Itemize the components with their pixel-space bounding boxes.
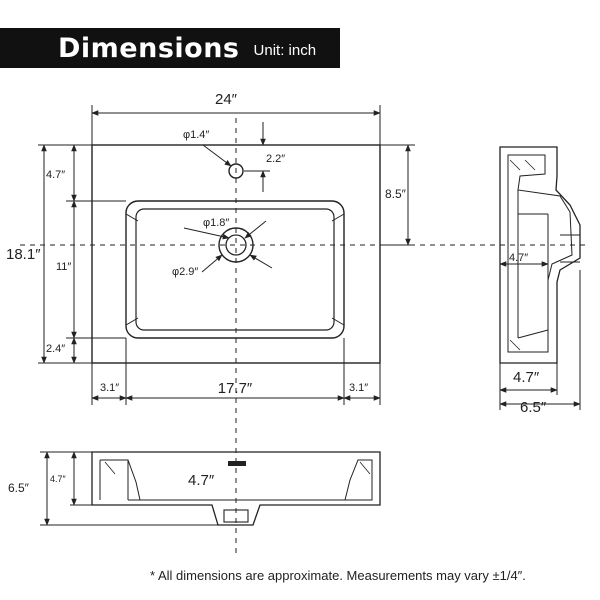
footnote: * All dimensions are approximate. Measur… [150,568,526,583]
side-view-dimensions [499,261,581,410]
drain-inner [225,234,247,256]
top-view-dimensions [38,105,415,405]
label-bowl-width: 17.7″ [218,380,253,397]
label-bowl-depth: 11″ [56,261,71,273]
side-profile-outer [499,146,581,364]
label-overall-depth: 18.1″ [6,246,41,263]
label-right-margin: 3.1″ [349,382,368,394]
label-front-bowl-height: 4.7″ [50,474,67,484]
label-bottom-margin: 2.4″ [46,343,65,355]
bowl-outer [125,200,345,339]
label-side-inner-depth: 4.7″ [509,252,528,264]
side-profile-inner [507,154,573,353]
front-view-dimensions [40,451,218,526]
label-faucet-to-drain: 8.5″ [385,187,407,201]
front-profile-outer [91,451,381,526]
label-top-margin: 4.7″ [46,169,65,181]
label-faucet-hole-offset: 2.2″ [266,153,285,165]
label-left-margin: 3.1″ [100,382,119,394]
front-view [91,451,381,526]
center-lines [20,118,590,555]
drain-body [223,509,249,523]
label-drain-diameter: φ1.8″ [203,217,229,229]
label-side-bowl-height: 4.7″ [513,369,540,386]
label-front-drain-depth: 4.7″ [188,472,215,489]
label-side-overall-height: 6.5″ [520,399,547,416]
unit-label: Unit: inch [253,42,317,59]
label-overall-width: 24″ [215,91,238,108]
bowl-inner [135,208,335,331]
front-profile-inner [100,459,373,501]
overflow-slot [228,461,246,466]
label-front-overall-height: 6.5″ [8,481,30,495]
title-banner: Dimensions Unit: inch [0,28,340,68]
page-title: Dimensions [58,32,240,64]
label-faucet-hole-diameter: φ1.4″ [183,129,209,141]
label-drain-outer-diameter: φ2.9″ [172,266,198,278]
